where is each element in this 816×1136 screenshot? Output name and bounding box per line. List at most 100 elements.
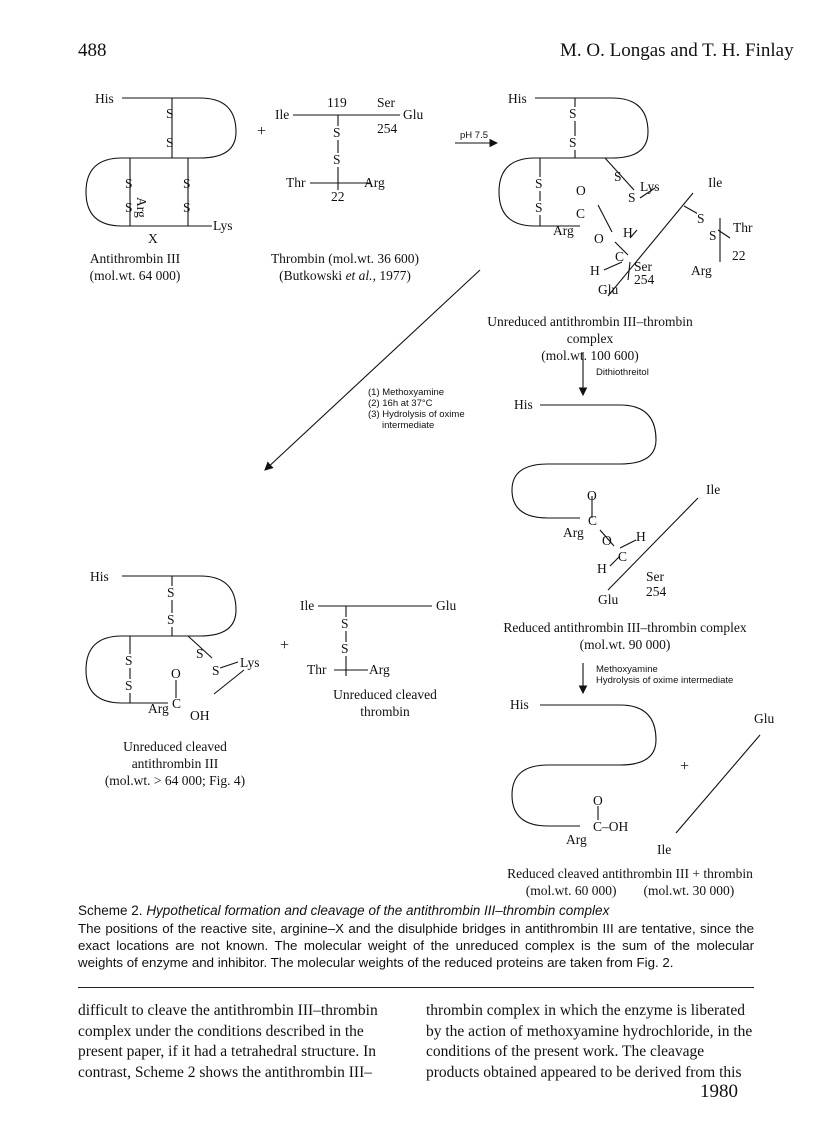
cx-s-1: S [569, 106, 577, 121]
thr-ile-label: Ile [275, 107, 290, 122]
cx-his-label: His [508, 91, 527, 106]
ca-c-label: C [172, 696, 182, 711]
ca-oh-label: OH [190, 708, 210, 723]
ca-his-label: His [90, 569, 109, 584]
at-lys-label: Lys [213, 218, 233, 233]
thr-glu-label: Glu [403, 107, 424, 122]
at-s-5: S [183, 176, 191, 191]
ca-s-1: S [167, 585, 175, 600]
rc-arg-label: Arg [563, 525, 584, 540]
ca-lys-label: Lys [240, 655, 260, 670]
thr-s-2: S [333, 152, 341, 167]
at-arg-label: Arg [134, 197, 149, 218]
plus-sign-2: + [280, 637, 290, 654]
page-number: 488 [78, 40, 107, 61]
cx-s-3: S [535, 176, 543, 191]
complex-caption: Unreduced antithrombin III–thrombin comp… [487, 314, 693, 363]
cx-h-1: H [623, 225, 633, 240]
plus-sign-3: + [680, 758, 690, 775]
cleaved-thrombin-caption: Unreduced cleaved thrombin [333, 687, 437, 719]
methoxy-step-label: Methoxyamine Hydrolysis of oxime interme… [596, 664, 734, 686]
cx-ser-label: Ser [634, 259, 652, 274]
rc-o-double: O [587, 488, 597, 503]
rc-h-2: H [597, 561, 607, 576]
rc-o-label: O [602, 533, 612, 548]
rcl-o-double: O [593, 793, 603, 808]
rcl-ile-label: Ile [657, 842, 672, 857]
at-s-3: S [125, 176, 133, 191]
cx-arg-label: Arg [553, 223, 574, 238]
at-s-1: S [166, 106, 174, 121]
ct-ile-label: Ile [300, 598, 315, 613]
dithiothreitol-label: Dithiothreitol [596, 367, 649, 378]
cx-o-double: O [576, 183, 586, 198]
cx-s-4: S [535, 200, 543, 215]
cx-lys-label: Lys [640, 179, 660, 194]
thr-254-label: 254 [377, 121, 398, 136]
cx-glu-label: Glu [598, 282, 619, 297]
ca-s-4: S [125, 678, 133, 693]
thr-thr-label: Thr [286, 175, 306, 190]
ca-arg-label: Arg [148, 701, 169, 716]
running-head-authors: M. O. Longas and T. H. Finlay [560, 40, 794, 61]
rc-254-label: 254 [646, 584, 667, 599]
cx-arg2-label: Arg [691, 263, 712, 278]
cx-254-label: 254 [634, 272, 655, 287]
ct-thr-label: Thr [307, 662, 327, 677]
cx-s-2: S [569, 135, 577, 150]
cx-c2-label: C [615, 249, 625, 264]
at-s-4: S [125, 200, 133, 215]
at-x-label: X [148, 231, 158, 246]
ca-o-double: O [171, 666, 181, 681]
rc-c-label: C [588, 513, 598, 528]
rc-glu-label: Glu [598, 592, 619, 607]
cx-s-7: S [697, 211, 705, 226]
scheme-caption-body: The positions of the reactive site, argi… [78, 921, 754, 970]
reduced-complex-caption: Reduced antithrombin III–thrombin comple… [503, 620, 747, 652]
reduced-cleaved-caption: Reduced cleaved antithrombin III + throm… [507, 866, 753, 898]
rc-h-1: H [636, 529, 646, 544]
rcl-his-label: His [510, 697, 529, 712]
at-caption: Antithrombin III (mol.wt. 64 000) [89, 251, 181, 283]
rcl-arg-label: Arg [566, 832, 587, 847]
section-divider [78, 987, 754, 988]
cx-22-label: 22 [732, 248, 746, 263]
thr-s-1: S [333, 125, 341, 140]
thr-ser-label: Ser [377, 95, 395, 110]
ca-s-3: S [125, 653, 133, 668]
at-s-2: S [166, 135, 174, 150]
scheme-caption-title: Scheme 2. Hypothetical formation and cle… [78, 903, 610, 918]
page-footer-year: 1980 [700, 1081, 738, 1102]
ca-s-2: S [167, 612, 175, 627]
body-column-left: difficult to cleave the antithrombin III… [78, 1002, 378, 1081]
cx-o-label: O [594, 231, 604, 246]
ca-s-6: S [212, 663, 220, 678]
at-s-6: S [183, 200, 191, 215]
body-column-right: thrombin complex in which the enzyme is … [426, 1002, 753, 1081]
ct-arg-label: Arg [369, 662, 390, 677]
thr-119-label: 119 [327, 95, 347, 110]
ct-s-2: S [341, 641, 349, 656]
thr-22-label: 22 [331, 189, 345, 204]
rc-ile-label: Ile [706, 482, 721, 497]
plus-sign-1: + [257, 123, 267, 140]
ph-label: pH 7.5 [460, 130, 488, 141]
cx-s-5: S [614, 169, 622, 184]
cx-ile-label: Ile [708, 175, 723, 190]
cx-s-8: S [709, 228, 717, 243]
rcl-glu-label: Glu [754, 711, 775, 726]
rc-ser-label: Ser [646, 569, 664, 584]
thr-arg-label: Arg [364, 175, 385, 190]
rcl-coh-label: C–OH [593, 819, 629, 834]
cx-c-label: C [576, 206, 586, 221]
cleaved-at-caption: Unreduced cleaved antithrombin III (mol.… [104, 739, 246, 788]
diag-conditions: (1) Methoxyamine (2) 16h at 37°C (3) Hyd… [368, 387, 465, 431]
at-his-label: His [95, 91, 114, 106]
rc-c2-label: C [618, 549, 628, 564]
rc-his-label: His [514, 397, 533, 412]
cx-thr-label: Thr [733, 220, 753, 235]
cx-h-2: H [590, 263, 600, 278]
ct-s-1: S [341, 616, 349, 631]
thrombin-caption: Thrombin (mol.wt. 36 600) (Butkowski et … [270, 251, 420, 283]
ca-s-5: S [196, 646, 204, 661]
